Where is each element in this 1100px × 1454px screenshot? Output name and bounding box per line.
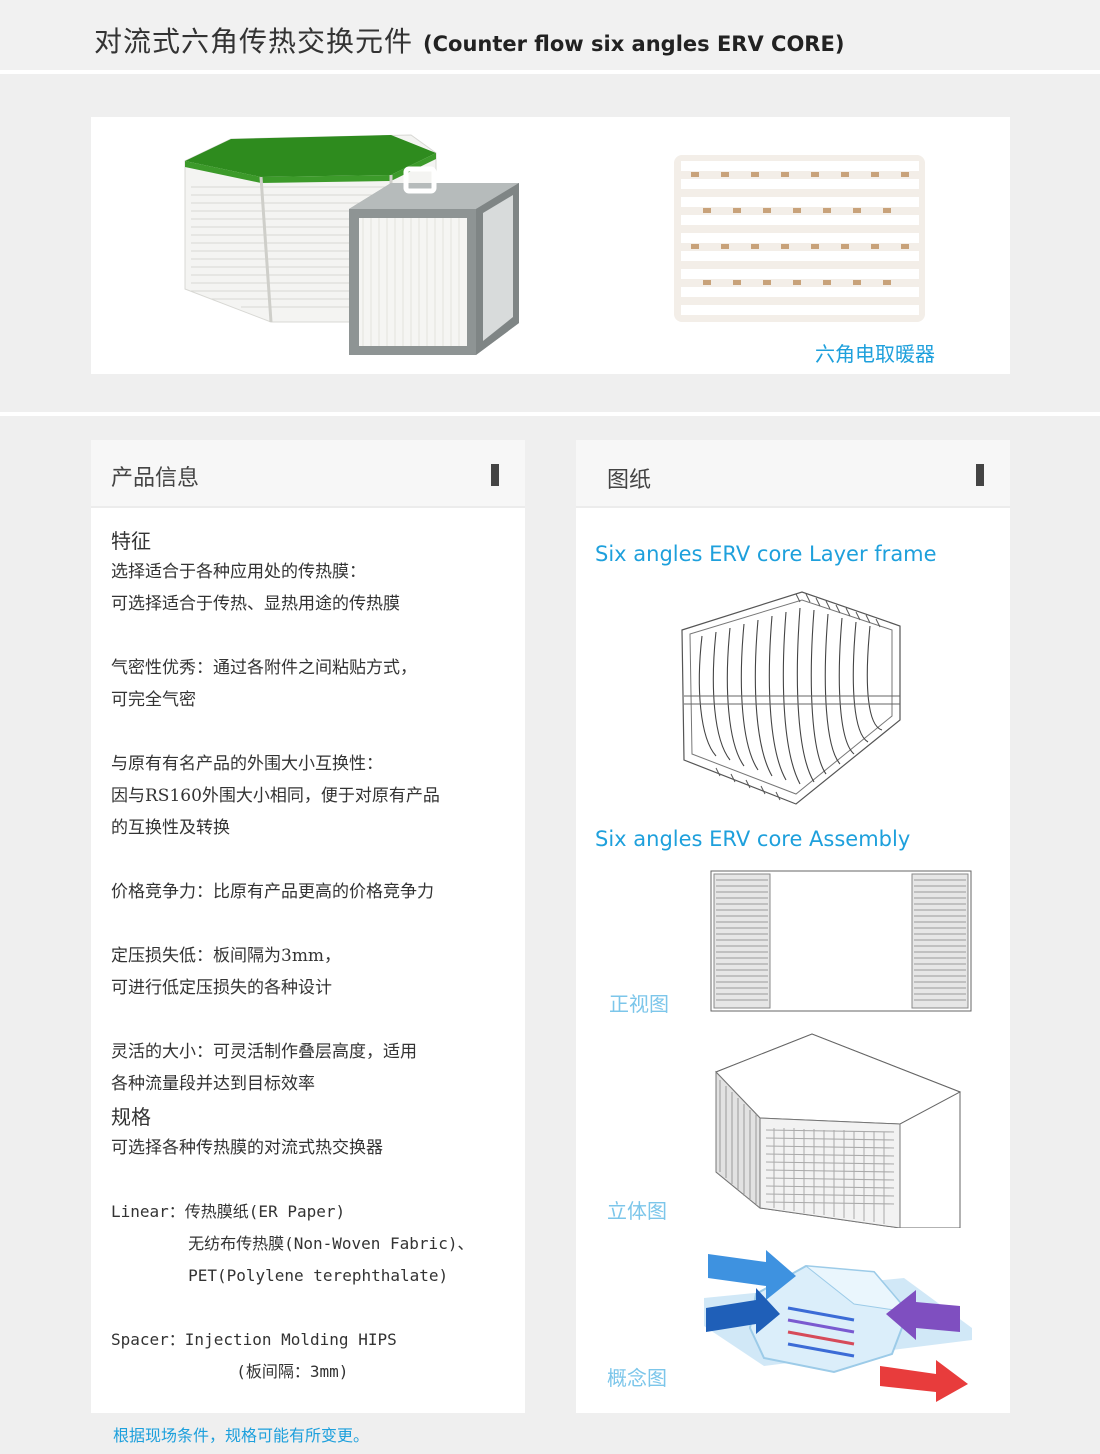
feature-line: 定压损失低：板间隔为3mm， bbox=[111, 946, 342, 966]
concept-label: 概念图 bbox=[607, 1366, 667, 1390]
spacer-line: (板间隔：3mm) bbox=[111, 1362, 349, 1381]
product-info-header: 产品信息 bbox=[91, 440, 525, 508]
page-title-zh: 对流式六角传热交换元件 bbox=[94, 25, 414, 58]
spacer-line: Spacer：Injection Molding HIPS bbox=[111, 1330, 397, 1349]
linear-line: PET(Polylene terephthalate) bbox=[111, 1266, 449, 1285]
feature-line: 灵活的大小：可灵活制作叠层高度，适用 bbox=[111, 1042, 417, 1062]
front-view-drawing bbox=[710, 870, 972, 1012]
feature-line: 可进行低定压损失的各种设计 bbox=[111, 978, 332, 998]
product-info-heading: 产品信息 bbox=[111, 466, 200, 491]
feature-line: 气密性优秀：通过各附件之间粘贴方式， bbox=[111, 658, 417, 678]
spec-line: 可选择各种传热膜的对流式热交换器 bbox=[111, 1138, 383, 1158]
page-header: 对流式六角传热交换元件 (Counter flow six angles ERV … bbox=[0, 0, 1100, 74]
linear-line: 无纺布传热膜(Non-Woven Fabric)、 bbox=[111, 1234, 474, 1253]
drawings-card: 图纸 Six angles ERV core Layer frame bbox=[576, 440, 1010, 1413]
page-title-en: (Counter flow six angles ERV CORE) bbox=[423, 32, 845, 56]
header-bar-icon bbox=[491, 464, 499, 486]
feature-line: 可完全气密 bbox=[111, 690, 196, 710]
layer-frame-title: Six angles ERV core Layer frame bbox=[595, 542, 937, 566]
linear-line: Linear：传热膜纸(ER Paper) bbox=[111, 1202, 346, 1221]
isometric-view-label: 立体图 bbox=[607, 1199, 667, 1223]
assembly-title: Six angles ERV core Assembly bbox=[595, 827, 911, 851]
feature-line: 可选择适合于传热、显热用途的传热膜 bbox=[111, 594, 400, 614]
feature-line: 与原有有名产品的外围大小互换性： bbox=[111, 754, 383, 774]
header-bar-icon bbox=[976, 464, 984, 486]
isometric-view-drawing bbox=[715, 1033, 962, 1228]
feature-line: 选择适合于各种应用处的传热膜： bbox=[111, 562, 366, 582]
erv-core-photo bbox=[184, 134, 925, 355]
concept-drawing bbox=[704, 1250, 972, 1402]
front-view-label: 正视图 bbox=[609, 992, 669, 1016]
feature-line: 各种流量段并达到目标效率 bbox=[111, 1074, 315, 1094]
features-title: 特征 bbox=[111, 529, 151, 553]
photo-caption: 六角电取暖器 bbox=[815, 342, 935, 366]
spec-title: 规格 bbox=[111, 1105, 151, 1129]
spec-change-note: 根据现场条件，规格可能有所变更。 bbox=[113, 1426, 370, 1445]
feature-line: 价格竞争力：比原有产品更高的价格竞争力 bbox=[111, 882, 434, 902]
layer-frame-drawing bbox=[681, 591, 901, 805]
drawings-heading: 图纸 bbox=[607, 468, 652, 493]
feature-line: 因与RS160外围大小相同，便于对原有产品 bbox=[111, 786, 440, 806]
page-title: 对流式六角传热交换元件 (Counter flow six angles ERV … bbox=[94, 20, 844, 60]
drawings-header: 图纸 bbox=[576, 440, 1010, 508]
section-divider bbox=[0, 412, 1100, 416]
core-texture-closeup bbox=[674, 155, 925, 322]
rectangular-core-image bbox=[349, 166, 519, 355]
product-photo-panel bbox=[91, 117, 1010, 374]
product-info-body: 特征 选择适合于各种应用处的传热膜： 可选择适合于传热、显热用途的传热膜 气密性… bbox=[111, 526, 511, 1388]
feature-line: 的互换性及转换 bbox=[111, 818, 230, 838]
product-info-card: 产品信息 特征 选择适合于各种应用处的传热膜： 可选择适合于传热、显热用途的传热… bbox=[91, 440, 525, 1413]
